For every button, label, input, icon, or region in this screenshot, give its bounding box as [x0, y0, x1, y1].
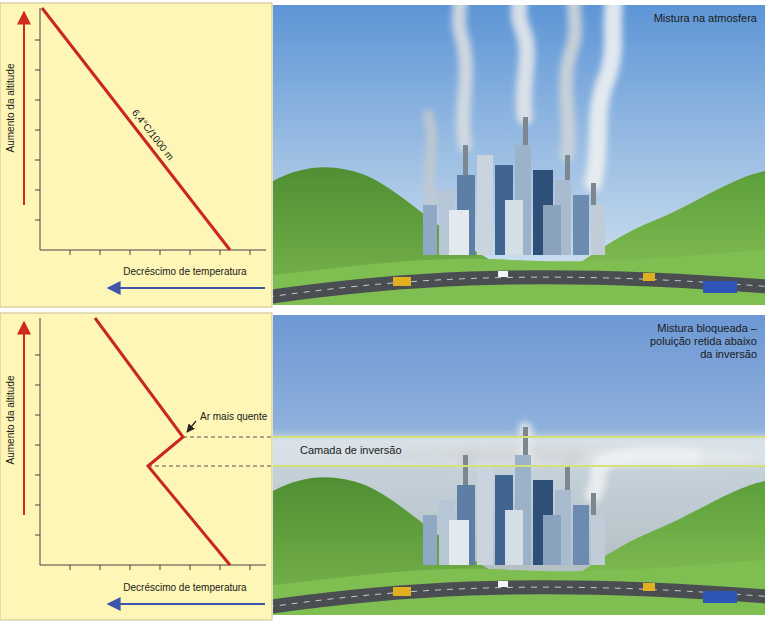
axis-label: Decréscimo de temperatura [123, 266, 246, 278]
callout-label: Ar mais quente [200, 411, 267, 423]
layer-label: Camada de inversão [300, 444, 402, 457]
scene-caption: Mistura bloqueada – poluição retida abai… [635, 322, 757, 362]
scene-caption: Mistura na atmosfera [557, 12, 757, 25]
axis-label: Aumento da altitude [5, 376, 17, 465]
axis-label: Aumento da altitude [5, 64, 17, 153]
axis-label: Decréscimo de temperatura [123, 582, 246, 594]
